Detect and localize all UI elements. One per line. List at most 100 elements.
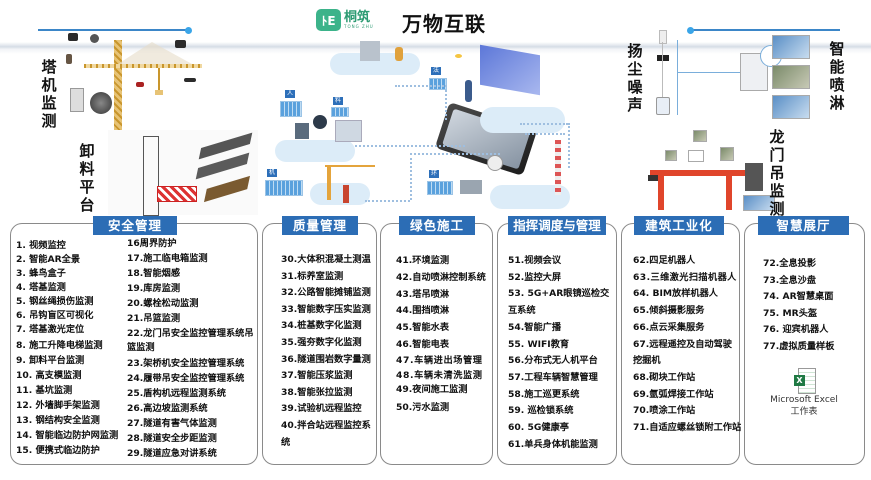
list-item: 41.环境监测 xyxy=(396,255,450,266)
list-item: 55. WIFI教育 xyxy=(508,338,570,350)
dust-sensor-icon xyxy=(659,30,667,44)
list-item: 6. 吊钩盲区可视化 xyxy=(16,310,94,321)
list-item: 2. 智能AR全景 xyxy=(16,254,81,265)
list-item: 39.试验机远程监控 xyxy=(281,403,362,415)
list-item: 37.智能压浆监测 xyxy=(281,370,353,382)
list-item: 36.隧道围岩数字量测 xyxy=(281,353,371,365)
logo-name-en: TONG ZHU xyxy=(344,24,374,29)
list-item: 53. 5G+AR眼镜巡检交互系统 xyxy=(508,288,610,317)
excel-attachment-type: 工作表 xyxy=(790,407,818,417)
list-item: 47.车辆进出场管理 xyxy=(396,354,483,366)
platform-plate-3 xyxy=(203,175,251,203)
connector-machine xyxy=(365,200,410,202)
iot-network-illustration: 人 料 机 法 环 xyxy=(255,41,620,210)
list-item: 7. 塔基激光定位 xyxy=(16,324,85,335)
list-item: 38.智能张拉监测 xyxy=(281,386,353,398)
section-title-showroom: 智慧展厅 xyxy=(758,216,849,235)
connector-sensor xyxy=(677,40,678,115)
weather-station-icon xyxy=(460,180,482,194)
crane-mast xyxy=(114,40,122,140)
camera-view-icon xyxy=(90,92,112,114)
list-item: 29.隧道应急对讲系统 xyxy=(127,448,217,459)
page-title: 万物互联 xyxy=(402,12,486,36)
signal-tower-icon xyxy=(555,140,561,195)
connector-material-v xyxy=(445,85,447,120)
list-item: 13. 钢结构安全监测 xyxy=(16,415,100,426)
connector-person xyxy=(355,145,465,147)
platform-building-frame xyxy=(143,136,159,216)
list-item: 57.工程车辆智慧管理 xyxy=(508,371,598,383)
section-title-command: 指挥调度与管理 xyxy=(508,216,606,235)
list-item: 64. BIM放样机器人 xyxy=(633,288,718,300)
anemometer-icon xyxy=(184,78,196,82)
list-item: 60. 5G健康亭 xyxy=(508,422,569,434)
list-item: 4. 塔基监测 xyxy=(16,282,66,293)
crane-hook-line xyxy=(158,68,160,90)
cloud-machine xyxy=(310,183,370,205)
node-material-badge: 料 xyxy=(333,97,343,105)
node-machine-badge: 机 xyxy=(267,169,277,177)
list-item: 27.隧道有害气体监测 xyxy=(127,418,217,429)
gantry-sensor-photo xyxy=(688,150,704,162)
node-machine-grid xyxy=(265,180,303,196)
quality-list: 30.大体积混凝土测温 31.标养室监测 32.公路智能摊铺监测 33.智能数字… xyxy=(281,252,377,451)
connector-env-v xyxy=(568,123,570,168)
gantry-leg-left xyxy=(658,176,664,210)
gantry-beam xyxy=(650,170,745,176)
decorative-dot-left xyxy=(185,27,192,34)
wind-sensor-icon xyxy=(90,34,99,43)
excel-attachment[interactable]: X Microsoft Excel 工作表 xyxy=(762,368,846,418)
unloading-platform-diagram xyxy=(108,130,258,216)
dashboard-screens-icon xyxy=(480,44,540,96)
node-person-grid xyxy=(280,101,302,117)
list-item: 15. 便携式临边防护 xyxy=(16,445,100,456)
node-method-grid xyxy=(429,78,447,90)
list-item: 22.龙门吊安全监控管理系统吊篮监测 xyxy=(127,328,254,353)
section-title-industrialization: 建筑工业化 xyxy=(634,216,724,235)
connector-env xyxy=(520,123,568,125)
list-item: 16周界防护 xyxy=(127,238,177,249)
display-device-icon xyxy=(175,40,186,48)
section-title-green: 绿色施工 xyxy=(399,216,475,235)
list-item: 28.隧道安全步距监测 xyxy=(127,433,217,444)
crane-jib xyxy=(84,64,202,68)
safety-list-col2: 16周界防护 17.施工临电箱监测 18.智能烟感 19.库房监测 20.螺栓松… xyxy=(127,237,257,461)
hard-hat-icon xyxy=(455,54,462,58)
noise-display-icon xyxy=(657,55,669,61)
list-item: 44.围挡喷淋 xyxy=(396,305,450,317)
list-item: 5. 钢丝绳损伤监测 xyxy=(16,296,94,307)
showroom-list: 72.全息投影 73.全息沙盘 74. AR智慧桌面 75. MR头盔 76. … xyxy=(763,256,863,355)
list-item: 35.强夯数字化监测 xyxy=(281,336,362,348)
list-item: 56.分布式无人机平台 xyxy=(508,355,598,367)
node-material-grid xyxy=(331,107,349,117)
connector-machine-h xyxy=(410,153,500,155)
list-item: 54.智能广播 xyxy=(508,321,562,333)
list-item: 62.四足机器人 xyxy=(633,255,696,266)
list-item: 66.点云采集服务 xyxy=(633,321,705,333)
list-item: 77.虚拟质量样板 xyxy=(763,340,835,352)
gantry-crane-diagram xyxy=(608,125,778,211)
machine-tower-icon xyxy=(343,185,349,203)
list-item: 65.倾斜摄影服务 xyxy=(633,305,705,317)
label-gantry-crane: 龙门吊监测 xyxy=(769,128,785,218)
list-item: 3. 蜂鸟盒子 xyxy=(16,268,66,279)
list-item: 26.高边坡监测系统 xyxy=(127,403,208,414)
logo-mark-icon: ﾄE xyxy=(316,9,341,31)
section-smart-showroom xyxy=(744,223,865,465)
section-quality-management xyxy=(262,223,377,465)
label-dust-noise: 扬尘噪声 xyxy=(627,42,643,114)
list-item: 21.吊篮监测 xyxy=(127,313,181,324)
gantry-monitor-photo xyxy=(743,195,775,211)
list-item: 58.施工巡更系统 xyxy=(508,388,580,400)
gantry-control-cabinet xyxy=(745,163,763,191)
list-item: 42.自动喷淋控制系统 xyxy=(396,271,486,283)
section-safety-management xyxy=(10,223,258,465)
gate-building-icon xyxy=(335,120,362,142)
engineer-figure-icon xyxy=(465,80,472,102)
building-icon xyxy=(360,41,380,61)
node-environment-grid xyxy=(427,181,453,195)
cloud-method xyxy=(480,107,565,133)
crane-hook xyxy=(155,90,163,95)
list-item: 33.智能数字压实监测 xyxy=(281,303,371,315)
list-item: 24.履带吊安全监控管理系统 xyxy=(127,373,245,384)
